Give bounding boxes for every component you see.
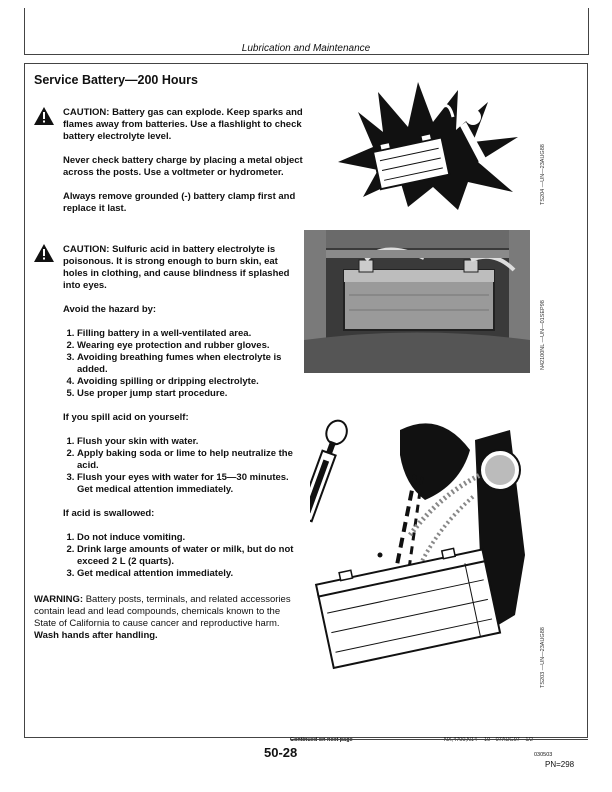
pn-number: PN=298: [545, 760, 575, 769]
list-item: Use proper jump start procedure.: [77, 388, 303, 400]
list-item: Get medical attention immediately.: [77, 568, 303, 580]
print-code: 030503: [534, 752, 553, 758]
list-item: Flush your skin with water.: [77, 436, 303, 448]
header-rule-left: [24, 8, 25, 54]
list-item: Apply baking soda or lime to help neutra…: [77, 448, 303, 472]
list-item: Filling battery in a well-ventilated are…: [77, 328, 303, 340]
list-item: Do not induce vomiting.: [77, 532, 303, 544]
caution-sulfuric-acid: CAUTION: Sulfuric acid in battery electr…: [63, 244, 303, 592]
list-item: Wearing eye protection and rubber gloves…: [77, 340, 303, 352]
caution-battery-gas: CAUTION: Battery gas can explode. Keep s…: [63, 107, 303, 227]
warning-body: Battery posts, terminals, and related ac…: [34, 594, 291, 629]
caution1-para-2: Never check battery charge by placing a …: [63, 155, 303, 178]
list-item: Avoiding breathing fumes when electrolyt…: [77, 352, 303, 376]
warning-triangle-icon: [34, 244, 54, 262]
list-item: Flush your eyes with water for 15—30 min…: [77, 472, 303, 496]
spill-list: Flush your skin with water. Apply baking…: [63, 436, 303, 496]
caution1-para-3: Always remove grounded (-) battery clamp…: [63, 191, 296, 214]
content-frame: [24, 63, 588, 738]
avoid-list: Filling battery in a well-ventilated are…: [63, 328, 303, 400]
list-item: Avoiding spilling or dripping electrolyt…: [77, 376, 303, 388]
section-title: Service Battery—200 Hours: [34, 73, 198, 87]
list-item: Drink large amounts of water or milk, bu…: [77, 544, 303, 568]
avoid-heading: Avoid the hazard by:: [63, 304, 157, 315]
warning-emphasis: Wash hands after handling.: [34, 630, 158, 641]
swallow-list: Do not induce vomiting. Drink large amou…: [63, 532, 303, 580]
figure-2-id: N42100NL —UN—01SEP98: [540, 300, 546, 370]
header-rule-right: [588, 8, 589, 54]
warning-label: WARNING:: [34, 594, 84, 605]
swallow-heading: If acid is swallowed:: [63, 508, 155, 519]
figure-3-id: TS203 —UN—23AUG88: [540, 627, 546, 688]
battery-explosion-illustration: [338, 82, 518, 210]
acid-hazard-illustration: [310, 419, 525, 670]
warning-triangle-icon: [34, 107, 54, 125]
caution2-intro: CAUTION: Sulfuric acid in battery electr…: [63, 244, 290, 291]
california-warning: WARNING: Battery posts, terminals, and r…: [34, 594, 302, 642]
reference-code: NX,4700,N14 —19—07AUG97—1/2: [444, 737, 533, 743]
continued-note: Continued on next page: [290, 737, 353, 743]
spill-heading: If you spill acid on yourself:: [63, 412, 189, 423]
figure-1-id: TS204 —UN—23AUG88: [540, 144, 546, 205]
header-title: Lubrication and Maintenance: [241, 43, 371, 54]
battery-compartment-photo: [304, 230, 530, 373]
caution1-para-1: CAUTION: Battery gas can explode. Keep s…: [63, 107, 303, 142]
header-rule: [24, 54, 589, 55]
footer-rule: [290, 739, 588, 740]
page-number: 50-28: [264, 745, 298, 760]
